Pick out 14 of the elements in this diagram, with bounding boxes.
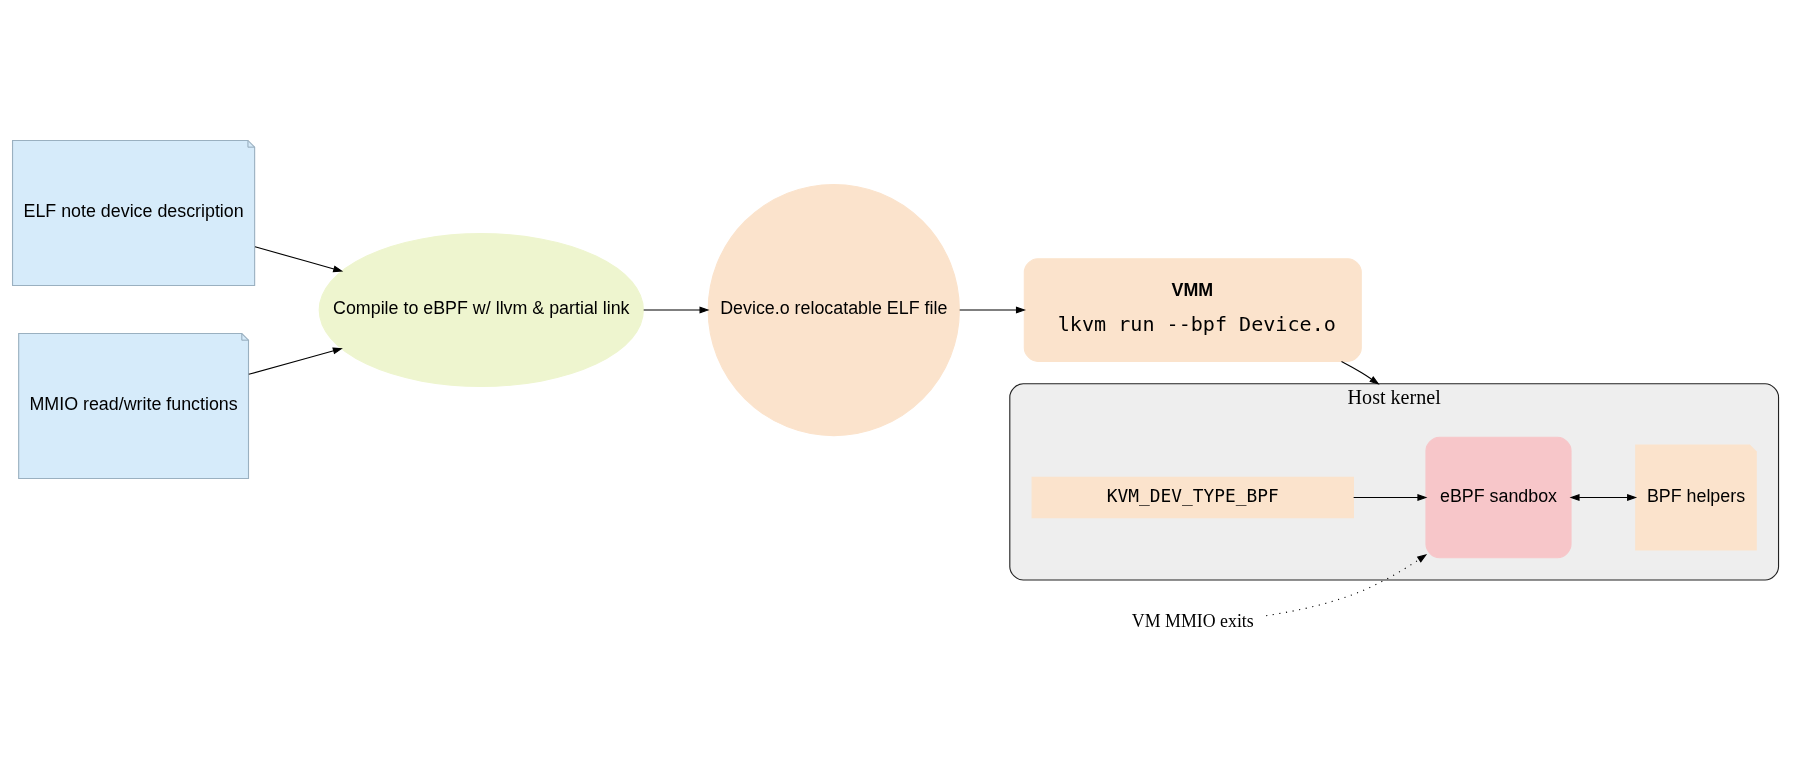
node-ellipse: Compile to eBPF w/ llvm & partial link: [318, 232, 644, 387]
node-circle: Device.o relocatable ELF file: [707, 183, 960, 436]
arrow: [248, 347, 343, 375]
arrow: [254, 245, 344, 272]
node-box: VMM lkvm run --bpf Device.o: [1023, 257, 1362, 362]
node-box: eBPF sandbox: [1425, 436, 1572, 558]
node-box: KVM_DEV_TYPE_BPF: [1031, 476, 1354, 518]
node-text: VM MMIO exits: [1131, 610, 1254, 631]
arrow: [643, 306, 710, 314]
arrow: [1340, 360, 1380, 385]
arrow: [1265, 553, 1428, 616]
arrow: [959, 306, 1026, 314]
arrow: [1353, 493, 1428, 501]
arrow: [1569, 493, 1638, 501]
